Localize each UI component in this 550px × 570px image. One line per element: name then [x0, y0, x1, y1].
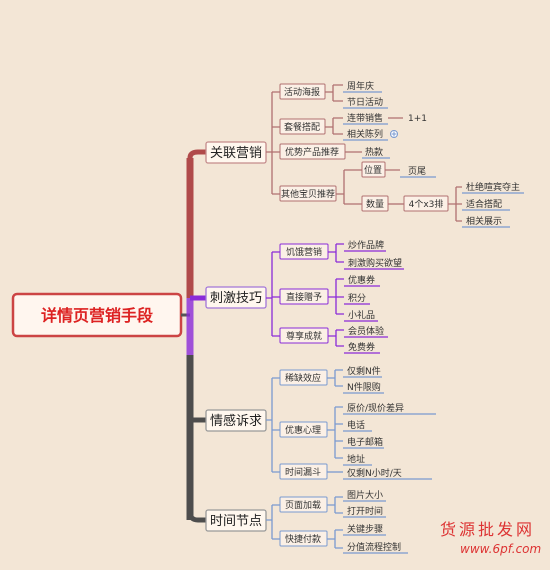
- subtopic-label: 数量: [366, 198, 384, 210]
- leaf-label: 电话: [347, 419, 365, 431]
- leaf-label: 连带销售: [347, 112, 383, 124]
- leaf-label: 刺激购买欲望: [348, 257, 402, 269]
- topic-label: 直接赠予: [286, 291, 322, 303]
- leaf-label: 仅剩N小时/天: [347, 467, 402, 479]
- topic-node[interactable]: 稀缺效应: [279, 369, 328, 386]
- branch-node[interactable]: 关联营销: [205, 141, 267, 164]
- leaf-label: 原价/现价差异: [347, 402, 404, 414]
- expand-icon[interactable]: [390, 130, 398, 138]
- topic-label: 页面加载: [285, 499, 321, 511]
- leaf-label: 1+1: [408, 114, 427, 124]
- branch-node[interactable]: 时间节点: [205, 509, 267, 532]
- topic-label: 稀缺效应: [285, 372, 321, 384]
- branch-label: 情感诉求: [210, 413, 262, 429]
- branch-label: 时间节点: [210, 514, 262, 529]
- leaf-label: 地址: [347, 453, 365, 465]
- subtopic-label: 4个x3排: [409, 198, 444, 210]
- leaf-label: 积分: [348, 292, 366, 304]
- branch-label: 关联营销: [210, 146, 262, 161]
- leaf-label: N件限购: [347, 381, 381, 393]
- leaf-label: 适合搭配: [466, 198, 502, 210]
- topic-node[interactable]: 其他宝贝推荐: [279, 185, 337, 202]
- root-node[interactable]: 详情页营销手段: [11, 292, 183, 338]
- leaf-label: 打开时间: [347, 505, 383, 517]
- topic-label: 活动海报: [284, 86, 320, 98]
- leaf-label: 电子邮箱: [347, 436, 383, 448]
- topic-node[interactable]: 优势产品推荐: [279, 143, 346, 160]
- subtopic-node[interactable]: 4个x3排: [403, 195, 449, 212]
- topic-node[interactable]: 尊享成就: [279, 327, 329, 344]
- topic-label: 时间漏斗: [285, 466, 321, 478]
- topic-label: 套餐搭配: [284, 121, 320, 133]
- leaf-label: 周年庆: [347, 80, 374, 92]
- leaf-label: 相关展示: [466, 215, 502, 227]
- topic-node[interactable]: 直接赠予: [279, 288, 329, 305]
- topic-label: 尊享成就: [286, 330, 322, 342]
- branch-node[interactable]: 刺激技巧: [205, 286, 267, 309]
- subtopic-label: 位置: [364, 164, 382, 176]
- watermark-url: www.6pf.com: [460, 542, 541, 556]
- branch-node[interactable]: 情感诉求: [205, 409, 267, 432]
- subtopic-node[interactable]: 数量: [361, 195, 389, 212]
- leaf-label: 仅剩N件: [347, 365, 381, 377]
- topic-label: 其他宝贝推荐: [281, 188, 335, 200]
- leaf-label: 小礼品: [348, 309, 375, 321]
- subtopic-node[interactable]: 位置: [361, 161, 386, 178]
- topic-label: 优惠心理: [285, 424, 321, 436]
- leaf-label: 节日活动: [347, 96, 383, 108]
- leaf-label: 炒作品牌: [348, 239, 384, 251]
- topic-node[interactable]: 优惠心理: [279, 421, 328, 438]
- watermark-text: 货源批发网: [440, 520, 535, 539]
- topic-label: 优势产品推荐: [285, 146, 339, 158]
- leaf-label: 热款: [365, 146, 383, 158]
- topic-node[interactable]: 快捷付款: [279, 530, 328, 547]
- topic-label: 快捷付款: [285, 533, 321, 545]
- leaf-label: 关键步骤: [347, 523, 383, 535]
- topic-label: 饥饿营销: [286, 246, 322, 258]
- leaf-label: 免费券: [348, 341, 375, 353]
- topic-node[interactable]: 活动海报: [279, 83, 326, 100]
- topic-node[interactable]: 页面加载: [279, 496, 328, 513]
- leaf-label: 杜绝喧宾夺主: [466, 181, 520, 193]
- topic-node[interactable]: 饥饿营销: [279, 243, 329, 260]
- leaf-label: 会员体验: [348, 325, 384, 337]
- topic-node[interactable]: 套餐搭配: [279, 118, 326, 135]
- branch-label: 刺激技巧: [210, 291, 262, 306]
- root-node-label: 详情页营销手段: [41, 306, 154, 325]
- leaf-label: 页尾: [408, 166, 426, 177]
- leaf-label: 图片大小: [347, 489, 383, 501]
- leaf-label: 相关陈列: [347, 128, 383, 140]
- topic-node[interactable]: 时间漏斗: [279, 463, 328, 480]
- leaf-label: 优惠券: [348, 274, 375, 286]
- leaf-label: 分值流程控制: [347, 541, 401, 553]
